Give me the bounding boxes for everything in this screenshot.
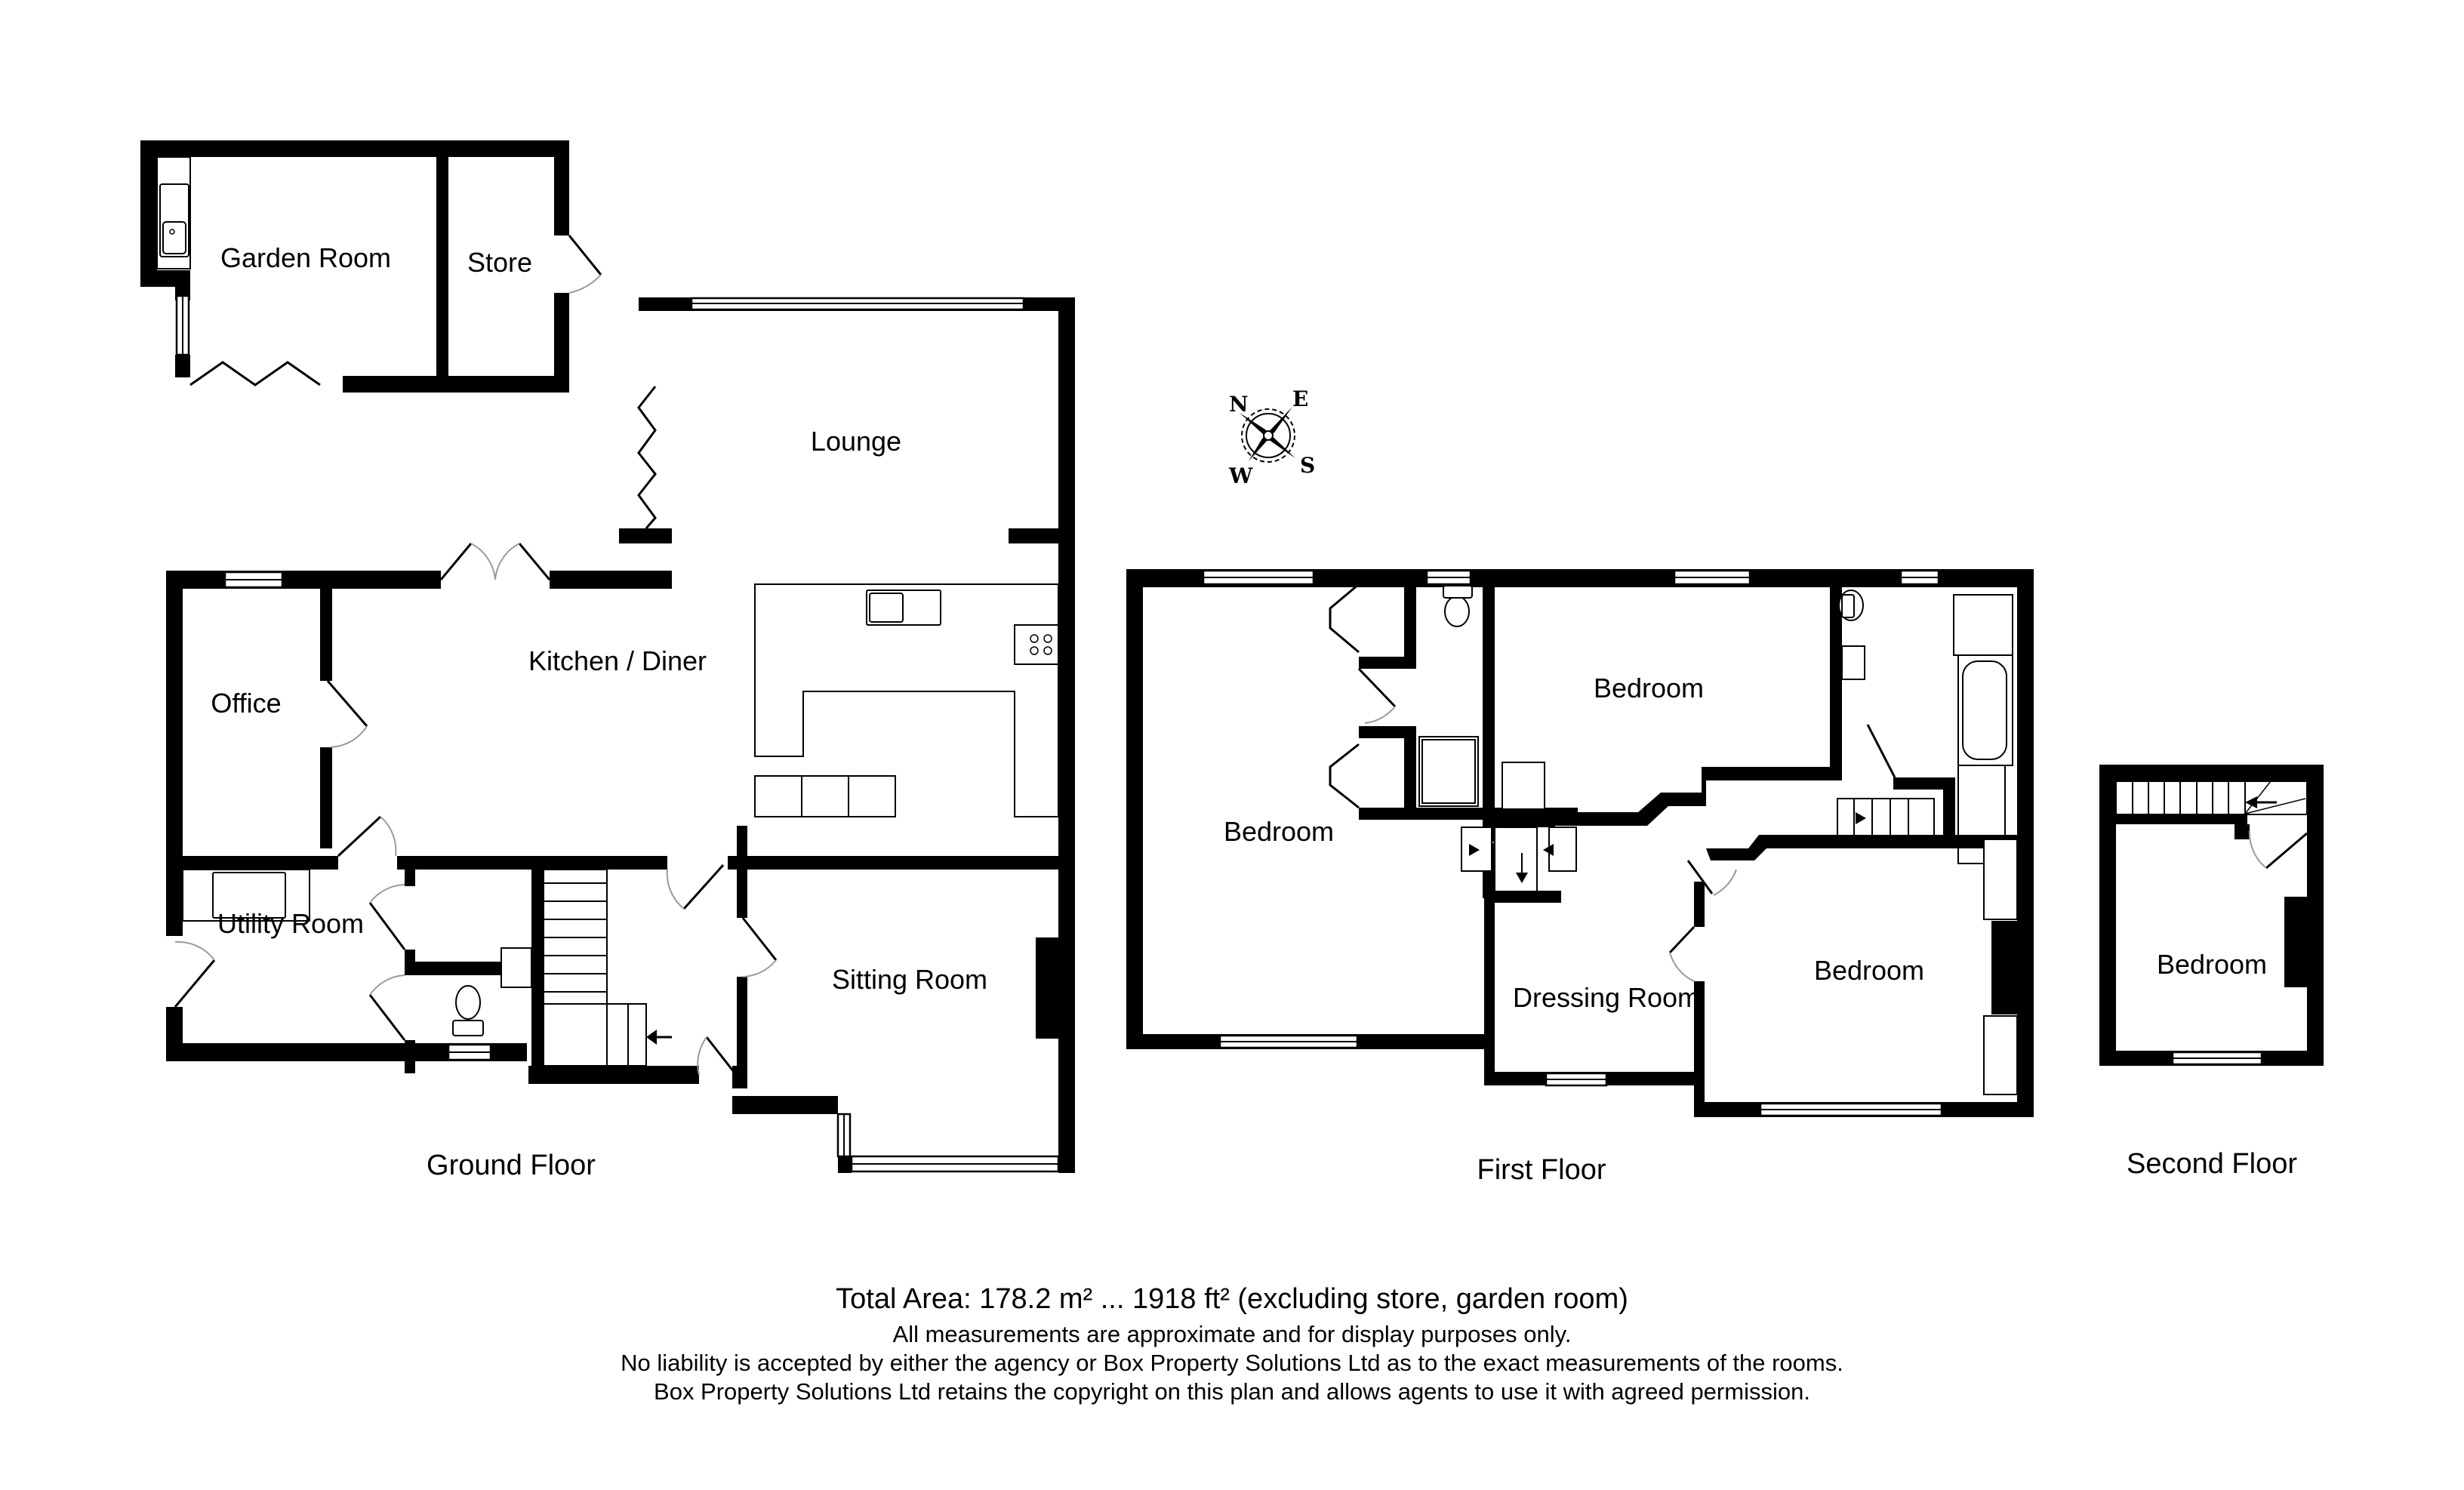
compass-w: W <box>1228 463 1253 488</box>
room-label-bedroom-2: Bedroom <box>1594 673 1704 703</box>
room-label-garden-room: Garden Room <box>220 242 391 273</box>
compass-icon: N E S W <box>1228 386 1315 488</box>
room-label-office: Office <box>211 688 281 719</box>
disclaimer-line-1: All measurements are approximate and for… <box>892 1321 1572 1347</box>
second-floor-walls <box>2099 765 2324 1066</box>
garden-room-outbuilding <box>140 140 602 393</box>
room-label-kitchen-diner: Kitchen / Diner <box>528 645 707 676</box>
total-area: Total Area: 178.2 m² ... 1918 ft² (exclu… <box>836 1283 1628 1315</box>
floor-label-ground: Ground Floor <box>427 1150 596 1181</box>
room-label-bedroom-1: Bedroom <box>1224 816 1334 847</box>
room-label-store: Store <box>467 247 532 278</box>
room-label-bedroom-3: Bedroom <box>1814 955 1924 986</box>
floor-label-second: Second Floor <box>2127 1148 2297 1180</box>
room-label-dressing-room: Dressing Room <box>1513 982 1700 1013</box>
room-label-utility-room: Utility Room <box>217 908 364 939</box>
disclaimer-line-3: Box Property Solutions Ltd retains the c… <box>654 1378 1810 1405</box>
first-floor-walls <box>1126 569 2034 1117</box>
compass-e: E <box>1292 386 1308 411</box>
compass-s: S <box>1300 453 1315 478</box>
compass-n: N <box>1229 392 1249 417</box>
ground-floor-stairs <box>543 869 672 1068</box>
disclaimer-line-2: No liability is accepted by either the a… <box>621 1350 1843 1376</box>
room-label-lounge: Lounge <box>811 426 901 457</box>
floor-label-first: First Floor <box>1477 1154 1606 1186</box>
ground-floor-walls <box>166 297 1075 1173</box>
room-label-bedroom-4: Bedroom <box>2157 949 2267 980</box>
room-label-sitting-room: Sitting Room <box>832 964 987 995</box>
